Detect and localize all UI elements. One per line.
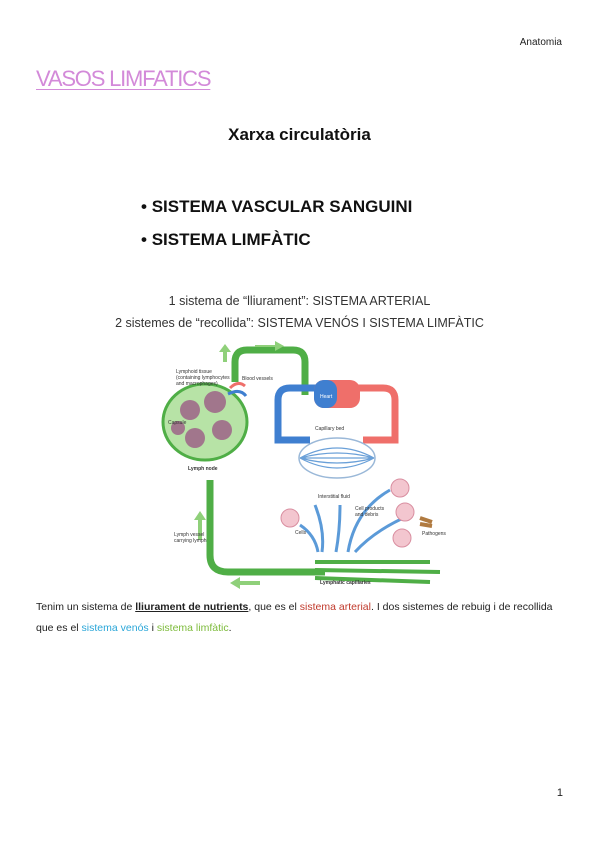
lymph-node-follicle <box>185 428 205 448</box>
lymphatic-capillary <box>314 576 431 584</box>
pathogen-shape <box>419 516 433 528</box>
body-text-4: i <box>148 622 157 634</box>
body-paragraph: Tenim un sistema de lliurament de nutrie… <box>36 597 566 639</box>
bullet-item-lymphatic: SISTEMA LIMFÀTIC <box>141 223 412 256</box>
body-text-2: , que es el <box>248 601 300 613</box>
interstitial-arrow <box>334 504 342 553</box>
bullet-list: SISTEMA VASCULAR SANGUINI SISTEMA LIMFÀT… <box>141 190 413 256</box>
label-lymphoid-tissue-2: (containing lymphocytes <box>176 375 230 381</box>
label-lymphoid-tissue: Lymphoid tissue <box>176 369 212 375</box>
interstitial-arrow <box>299 523 320 553</box>
label-lymph-vessel: Lymph vessel <box>174 532 204 538</box>
label-capsule: Capsule <box>168 420 187 426</box>
label-lymphatic-capillaries: Lymphatic capillaries <box>320 580 371 586</box>
lymphatic-capillary <box>314 568 441 574</box>
interstitial-arrow <box>346 488 391 553</box>
body-text-venous: sistema venós <box>81 622 149 634</box>
blood-vessel-blue <box>227 389 248 397</box>
label-heart: Heart <box>320 394 333 400</box>
body-text-bold: lliurament de nutrients <box>135 601 249 613</box>
cell-shape <box>395 502 415 522</box>
body-text-5: . <box>228 622 232 634</box>
capillary-lines <box>299 447 375 469</box>
lymph-flow-arrow-bottom <box>230 577 260 589</box>
body-text-1: Tenim un sistema de <box>36 601 136 613</box>
lymph-flow-arrow-top <box>255 341 284 351</box>
interstitial-arrow <box>313 504 325 553</box>
lymph-flow-arrow-left <box>219 344 231 362</box>
label-cells: Cells <box>295 530 307 536</box>
cell-shape <box>390 478 410 498</box>
body-text-lymphatic: sistema limfàtic <box>156 622 229 634</box>
capillary-bed <box>298 437 376 479</box>
label-lymph-node: Lymph node <box>188 466 218 472</box>
cell-shape <box>280 508 300 528</box>
lymph-flow-arrow-side <box>194 511 206 540</box>
lymph-node-follicle <box>171 421 185 435</box>
label-interstitial-fluid: Interstitial fluid <box>318 494 350 500</box>
section-subtitle: Xarxa circulatòria <box>228 125 371 144</box>
heart-shape-left <box>314 380 337 408</box>
blood-vessel-red <box>228 381 246 390</box>
label-lymphoid-tissue-3: and macrophages) <box>176 381 218 387</box>
vein-loop <box>274 384 320 444</box>
label-pathogens: Pathogens <box>422 531 446 537</box>
lymph-vessel-path <box>206 480 325 576</box>
label-cell-products-2: and debris <box>355 512 379 518</box>
lymph-node-follicle <box>204 391 226 413</box>
label-cell-products: Cell products <box>355 506 385 512</box>
figure-caption-line-2: 2 sistemes de “recollida”: SISTEMA VENÓS… <box>115 316 484 330</box>
circulatory-diagram-svg: Heart Capillary bed Lymphoid tissue (con… <box>161 341 446 589</box>
figure-caption-line-1: 1 sistema de “lliurament”: SISTEMA ARTER… <box>168 294 431 308</box>
cell-shape <box>392 528 412 548</box>
lymph-node-follicle <box>180 400 200 420</box>
artery-loop <box>338 384 399 444</box>
label-capillary-bed: Capillary bed <box>315 426 344 432</box>
body-text-3: . I dos sistemes de rebuig i de recollid… <box>36 601 553 634</box>
header-document-name: Anatomia <box>519 37 562 48</box>
circulatory-diagram: Heart Capillary bed Lymphoid tissue (con… <box>150 340 480 592</box>
lymph-vessel-top <box>231 346 309 395</box>
lymph-node-follicle <box>212 420 232 440</box>
label-blood-vessels: Blood vessels <box>242 376 273 382</box>
label-lymph-vessel-2: carrying lymph <box>174 538 207 544</box>
page-title: VASOS LIMFATICS <box>36 66 212 91</box>
page-number: 1 <box>556 787 563 799</box>
bullet-item-vascular: SISTEMA VASCULAR SANGUINI <box>141 190 413 223</box>
body-text-arterial: sistema arterial <box>299 601 371 613</box>
